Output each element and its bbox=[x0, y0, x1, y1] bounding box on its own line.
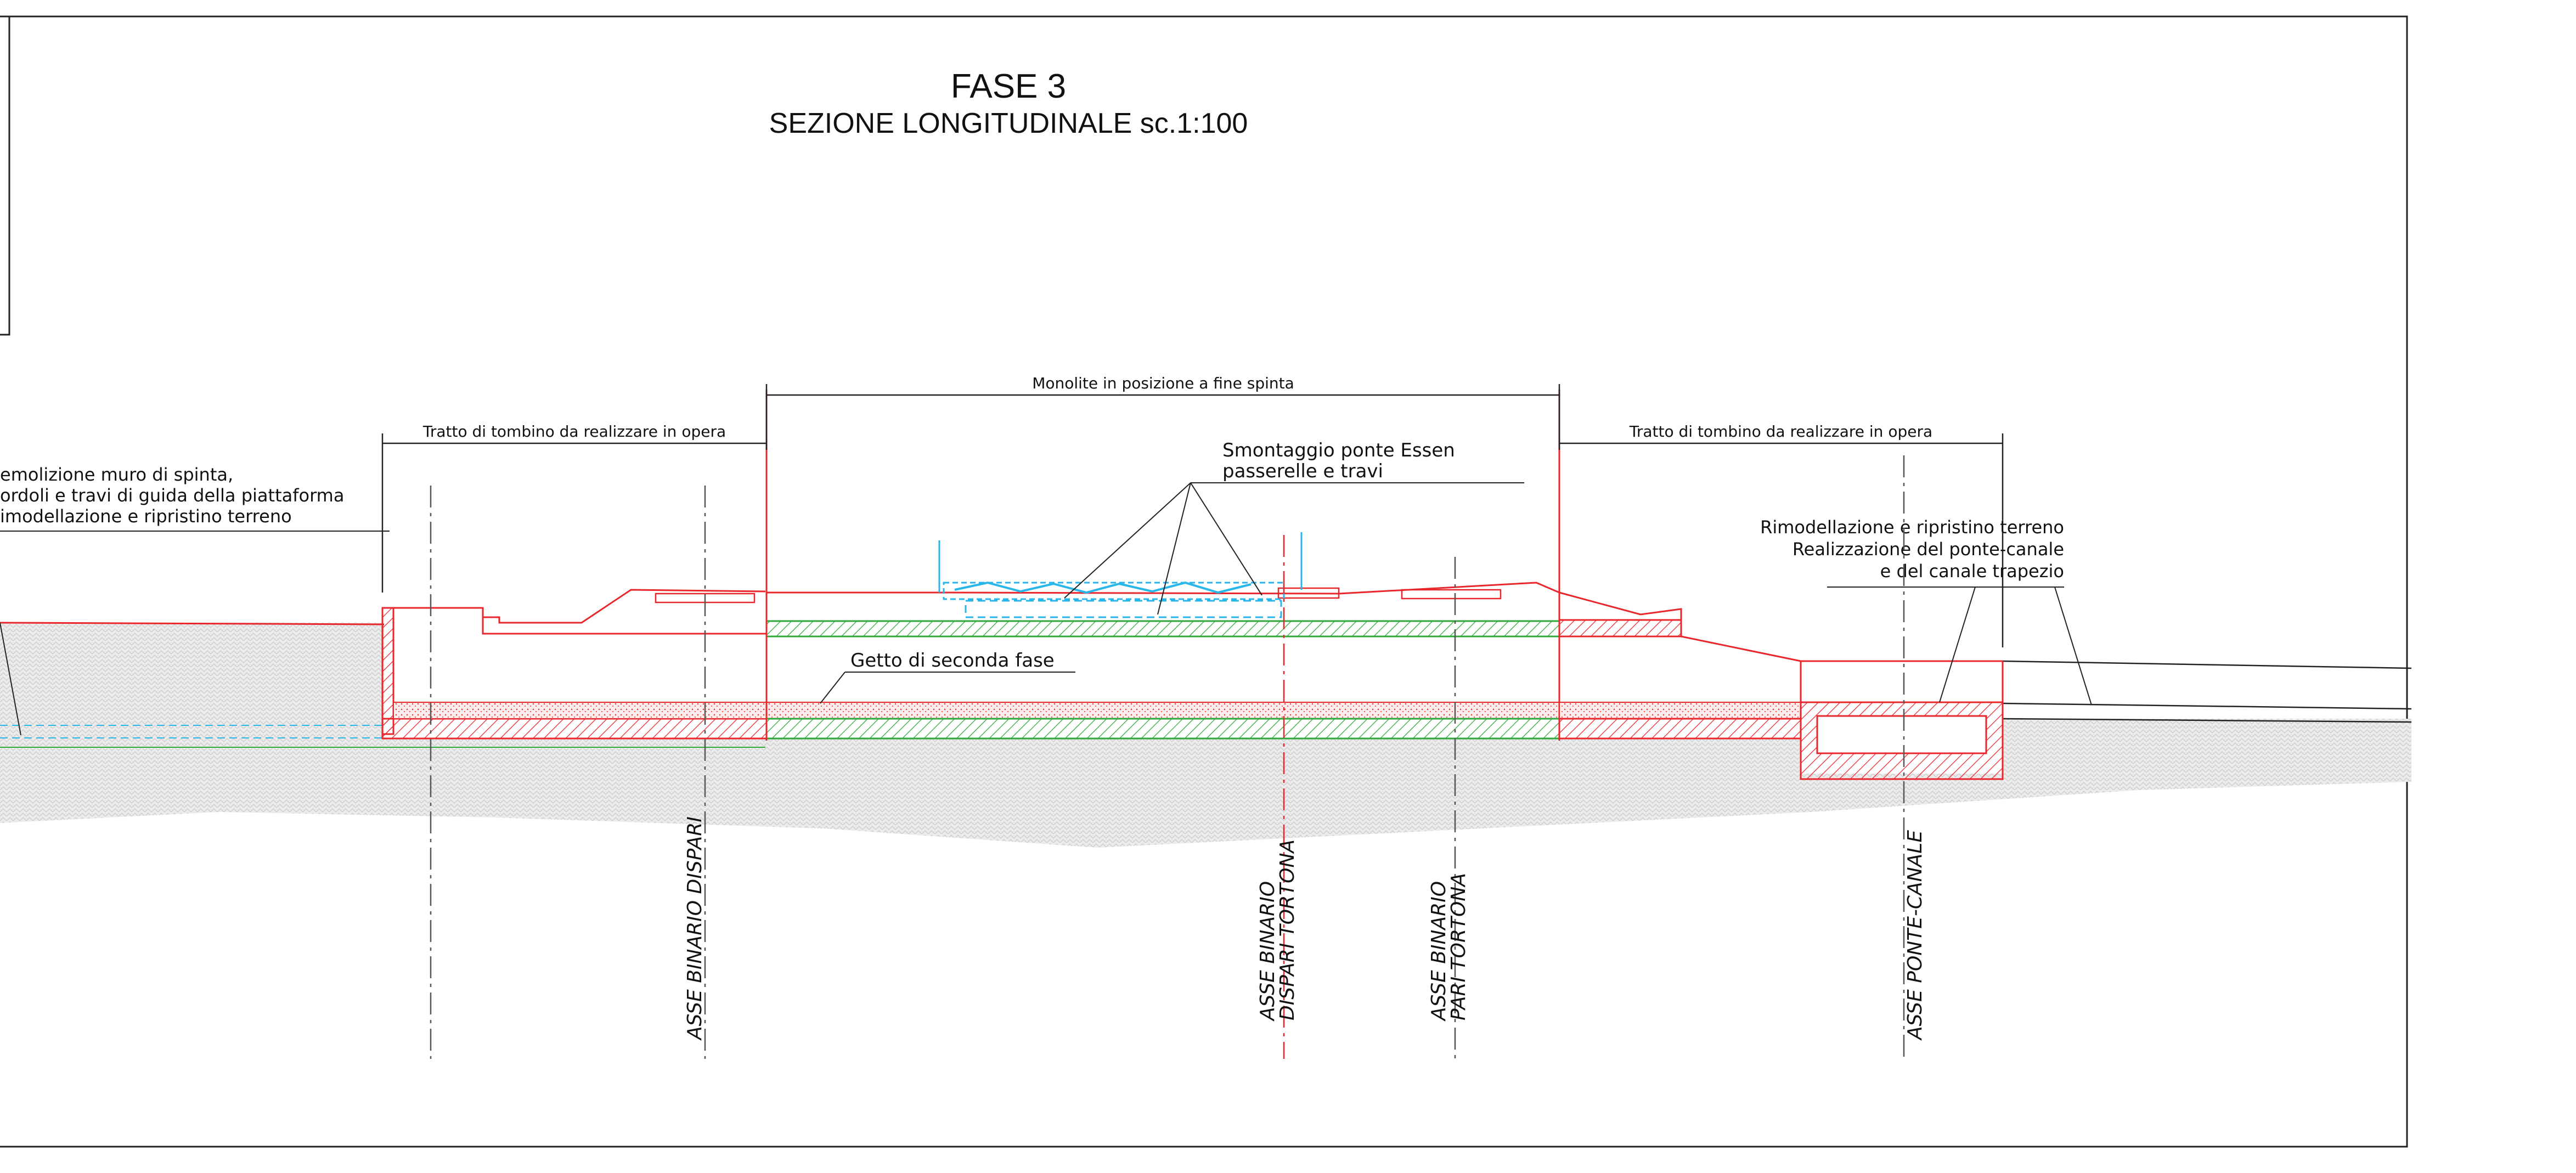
sheet-border bbox=[0, 15, 2408, 1148]
left-wall-hatch bbox=[381, 607, 394, 735]
dim-label-center: Monolite in posizione a fine spinta bbox=[1032, 374, 1294, 392]
monolith-bottom-hatch bbox=[765, 718, 1560, 740]
dim-label-right: Tratto di tombino da realizzare in opera bbox=[1629, 422, 1932, 441]
dim-label-left: Tratto di tombino da realizzare in opera bbox=[422, 422, 726, 441]
axis-lines bbox=[430, 455, 1905, 1059]
axis-label-dispari-tortona-1: ASSE BINARIO bbox=[1256, 881, 1279, 1022]
note-right-1: Rimodellazione e ripristino terreno bbox=[1760, 517, 2064, 538]
essen-bridge-demolition bbox=[938, 532, 1303, 618]
dimension-lines bbox=[381, 384, 2004, 647]
ground-mass bbox=[0, 623, 2411, 848]
drawing-subtitle: SEZIONE LONGITUDINALE sc.1:100 bbox=[769, 108, 1248, 139]
right-top-hatch bbox=[1558, 619, 1682, 638]
axis-label-dispari-tortona-2: DISPARI TORTONA bbox=[1276, 839, 1299, 1020]
title-block-frame bbox=[0, 15, 10, 336]
axis-label-pari-tortona-1: ASSE BINARIO bbox=[1428, 881, 1450, 1022]
note-center-1: Smontaggio ponte Essen bbox=[1222, 439, 1455, 461]
ground-line-left bbox=[0, 622, 385, 625]
ground-line-right bbox=[2002, 660, 2412, 669]
axis-label-dispari: ASSE BINARIO DISPARI bbox=[684, 816, 706, 1041]
note-left-2: ordoli e travi di guida della piattaform… bbox=[0, 485, 344, 506]
ground-line-right-2 bbox=[2002, 702, 2412, 710]
right-getto bbox=[1559, 702, 1801, 719]
right-bottom-hatch bbox=[1558, 718, 1802, 740]
right-ramp bbox=[1559, 591, 2003, 662]
note-left-1: emolizione muro di spinta, bbox=[0, 464, 233, 485]
note-right-2: Realizzazione del ponte-canale bbox=[1793, 539, 2064, 560]
note-right-leaders bbox=[1939, 586, 2092, 706]
note-center-leaders bbox=[1064, 482, 1262, 615]
left-top-slab bbox=[382, 607, 766, 635]
left-slab-hatch bbox=[381, 718, 768, 740]
sleeper-pari bbox=[1401, 589, 1502, 600]
note-right-3: e del canale trapezio bbox=[1880, 561, 2064, 582]
axis-label-ponte-canale: ASSE PONTE-CANALE bbox=[1904, 830, 1926, 1041]
monolith-top-hatch bbox=[765, 620, 1560, 638]
note-left-leader bbox=[0, 622, 21, 736]
note-getto-leader bbox=[820, 672, 845, 704]
ponte-canale-inner bbox=[1816, 715, 1987, 754]
note-getto: Getto di seconda fase bbox=[850, 650, 1055, 672]
track-profile bbox=[766, 582, 1560, 621]
left-getto bbox=[393, 702, 767, 719]
monolith-getto bbox=[766, 702, 1560, 719]
note-center-2: passerelle e travi bbox=[1222, 460, 1383, 482]
note-left-3: imodellazione e ripristino terreno bbox=[0, 506, 292, 527]
drawing-title: FASE 3 bbox=[951, 67, 1066, 105]
sleeper-center bbox=[1277, 587, 1340, 599]
ground-line-right-3 bbox=[2002, 718, 2412, 723]
left-top-slab-2 bbox=[482, 589, 766, 624]
axis-label-pari-tortona-2: PARI TORTONA bbox=[1447, 873, 1470, 1020]
